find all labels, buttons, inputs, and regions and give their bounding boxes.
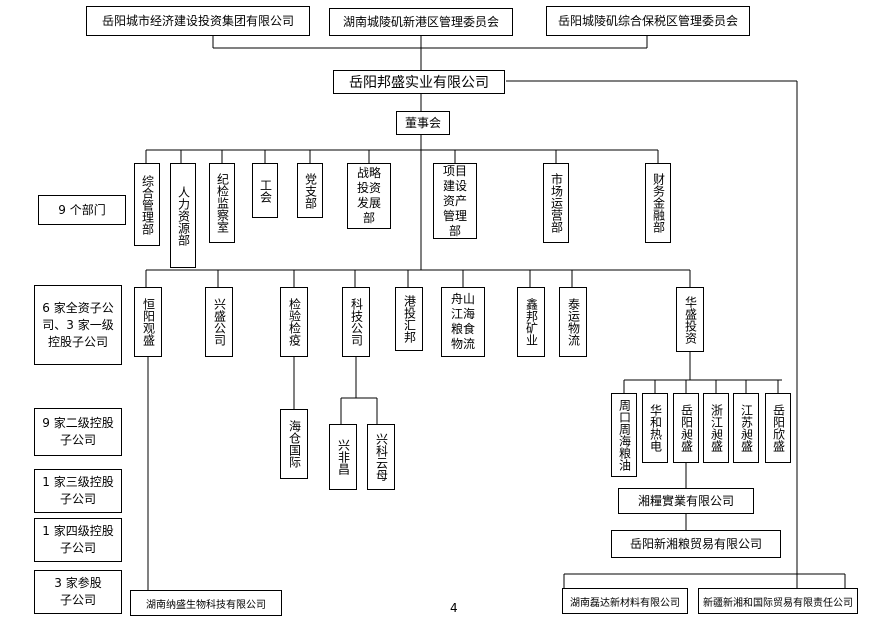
subsidiary-port-investment-huibang: 港投汇邦: [395, 287, 423, 351]
second-label: 周口周海粮油: [617, 399, 632, 471]
subsidiary-label: 科技公司: [349, 298, 364, 346]
label-text: 3 家参股子公司: [54, 576, 102, 607]
second-label: 岳阳欣盛: [771, 404, 786, 452]
department-label: 纪检监察室: [215, 173, 230, 233]
subsidiary-label: 华盛投资: [683, 295, 698, 344]
participating-xinjiang-xinxianghe-trade: 新疆新湘和国际贸易有限责任公司: [698, 588, 858, 614]
third-label: 湘糧實業有限公司: [637, 494, 734, 508]
department-label: 综合管理部: [140, 174, 155, 235]
subsidiary-inspection-quarantine: 检验检疫: [280, 287, 308, 357]
subsidiary-label: 鑫邦矿业: [524, 298, 539, 346]
label-first-level: 6 家全资子公司、3 家一级控股子公司: [34, 285, 122, 365]
second-jiangsu-zhaosheng: 江苏昶盛: [733, 393, 759, 463]
subsidiary-huasheng-investment: 华盛投资: [676, 287, 704, 352]
board-label: 董事会: [404, 116, 441, 130]
subsidiary-label-line: 舟山: [450, 292, 475, 306]
department-label-line: 部: [448, 223, 461, 238]
subsidiary-label-line: 粮食: [450, 322, 475, 336]
second-xingke-mica: 兴科云母: [367, 424, 395, 490]
department-label-line: 项目: [442, 163, 467, 178]
subsidiary-label: 检验检疫: [287, 298, 302, 346]
subsidiary-label: 泰运物流: [566, 298, 581, 346]
second-label: 岳阳昶盛: [679, 404, 694, 452]
department-finance: 财务金融部: [645, 163, 671, 243]
board-box: 董事会: [396, 111, 450, 135]
second-zhoukou-grain-oil: 周口周海粮油: [611, 393, 637, 477]
subsidiary-zhoushan-grain-logistics: 舟山江海粮食物流: [441, 287, 485, 357]
department-label-line: 建设: [442, 178, 467, 193]
subsidiary-technology: 科技公司: [342, 287, 370, 357]
label-departments: 9 个部门: [38, 195, 126, 225]
second-label: 浙江昶盛: [709, 404, 724, 452]
department-label-line: 发展: [356, 196, 381, 210]
second-label: 江苏昶盛: [739, 404, 754, 452]
department-label-line: 部: [362, 211, 375, 225]
department-label: 财务金融部: [651, 173, 666, 233]
second-yueyang-xinsheng: 岳阳欣盛: [765, 393, 791, 463]
department-human-resources: 人力资源部: [170, 163, 196, 268]
shareholder-box-new-port-committee: 湖南城陵矶新港区管理委员会: [329, 8, 513, 36]
second-haicang-international: 海仓国际: [280, 409, 308, 479]
department-labor-union: 工会: [252, 163, 278, 218]
shareholder-box-bonded-zone-committee: 岳阳城陵矶综合保税区管理委员会: [546, 6, 750, 36]
company-box: 岳阳邦盛实业有限公司: [333, 70, 505, 94]
label-text: 1 家三级控股子公司: [42, 475, 114, 506]
subsidiary-label: 港投汇邦: [402, 295, 417, 343]
department-label-line: 资产: [442, 193, 467, 208]
label-third-level: 1 家三级控股子公司: [34, 469, 122, 513]
subsidiary-label: 兴盛公司: [212, 298, 227, 346]
fourth-xin-xiangliang-trading: 岳阳新湘粮贸易有限公司: [611, 530, 781, 558]
second-label: 兴科云母: [374, 433, 389, 481]
second-huahe-thermal-power: 华和热电: [642, 393, 668, 463]
shareholder-label: 岳阳城陵矶综合保税区管理委员会: [557, 14, 738, 28]
participating-label: 新疆新湘和国际贸易有限责任公司: [703, 597, 853, 609]
participating-label: 湖南纳盛生物科技有限公司: [146, 599, 266, 611]
company-name: 岳阳邦盛实业有限公司: [349, 75, 489, 91]
shareholder-label: 岳阳城市经济建设投资集团有限公司: [101, 14, 294, 28]
department-discipline-inspection: 纪检监察室: [209, 163, 235, 243]
label-text: 9 个部门: [58, 202, 106, 217]
department-project-asset-management: 项目建设资产管理部: [433, 163, 477, 239]
label-second-level: 9 家二级控股子公司: [34, 408, 122, 456]
second-yueyang-zhaosheng: 岳阳昶盛: [673, 393, 699, 463]
department-label: 市场运营部: [549, 173, 564, 233]
department-general-management: 综合管理部: [134, 163, 160, 246]
page-number: 4: [450, 601, 458, 615]
subsidiary-xingsheng: 兴盛公司: [205, 287, 233, 357]
department-label: 人力资源部: [176, 185, 191, 246]
subsidiary-xinbang-mining: 鑫邦矿业: [517, 287, 545, 357]
department-label-line: 投资: [356, 181, 381, 195]
subsidiary-label: 恒阳观盛: [141, 298, 156, 346]
shareholder-label: 湖南城陵矶新港区管理委员会: [342, 15, 499, 29]
subsidiary-label-line: 江海: [450, 307, 475, 321]
participating-nasheng-biotech: 湖南纳盛生物科技有限公司: [130, 590, 282, 616]
department-label-line: 管理: [442, 208, 467, 223]
second-xingfeichang: 兴非昌: [329, 424, 357, 490]
second-label: 兴非昌: [336, 439, 351, 475]
participating-label: 湖南磊达新材料有限公司: [570, 597, 680, 609]
third-xiangliang-industrial: 湘糧實業有限公司: [618, 488, 754, 514]
shareholder-box-urban-construction: 岳阳城市经济建设投资集团有限公司: [86, 6, 310, 36]
subsidiary-label-line: 物流: [450, 337, 475, 351]
second-label: 海仓国际: [287, 420, 302, 468]
label-participating: 3 家参股子公司: [34, 570, 122, 614]
fourth-label: 岳阳新湘粮贸易有限公司: [629, 537, 762, 551]
label-fourth-level: 1 家四级控股子公司: [34, 518, 122, 562]
second-zhejiang-zhaosheng: 浙江昶盛: [703, 393, 729, 463]
participating-leida-materials: 湖南磊达新材料有限公司: [562, 588, 688, 614]
department-label: 党支部: [303, 172, 318, 209]
subsidiary-taiyun-logistics: 泰运物流: [559, 287, 587, 357]
subsidiary-hengyang-guansheng: 恒阳观盛: [134, 287, 162, 357]
department-label-line: 战略: [356, 166, 381, 180]
department-party-branch: 党支部: [297, 163, 323, 218]
department-label: 工会: [258, 178, 273, 203]
department-strategic-investment: 战略投资发展部: [347, 163, 391, 229]
label-text: 6 家全资子公司、3 家一级控股子公司: [42, 300, 114, 349]
label-text: 1 家四级控股子公司: [42, 524, 114, 555]
label-text: 9 家二级控股子公司: [42, 416, 114, 447]
second-label: 华和热电: [648, 404, 663, 452]
department-market-operations: 市场运营部: [543, 163, 569, 243]
